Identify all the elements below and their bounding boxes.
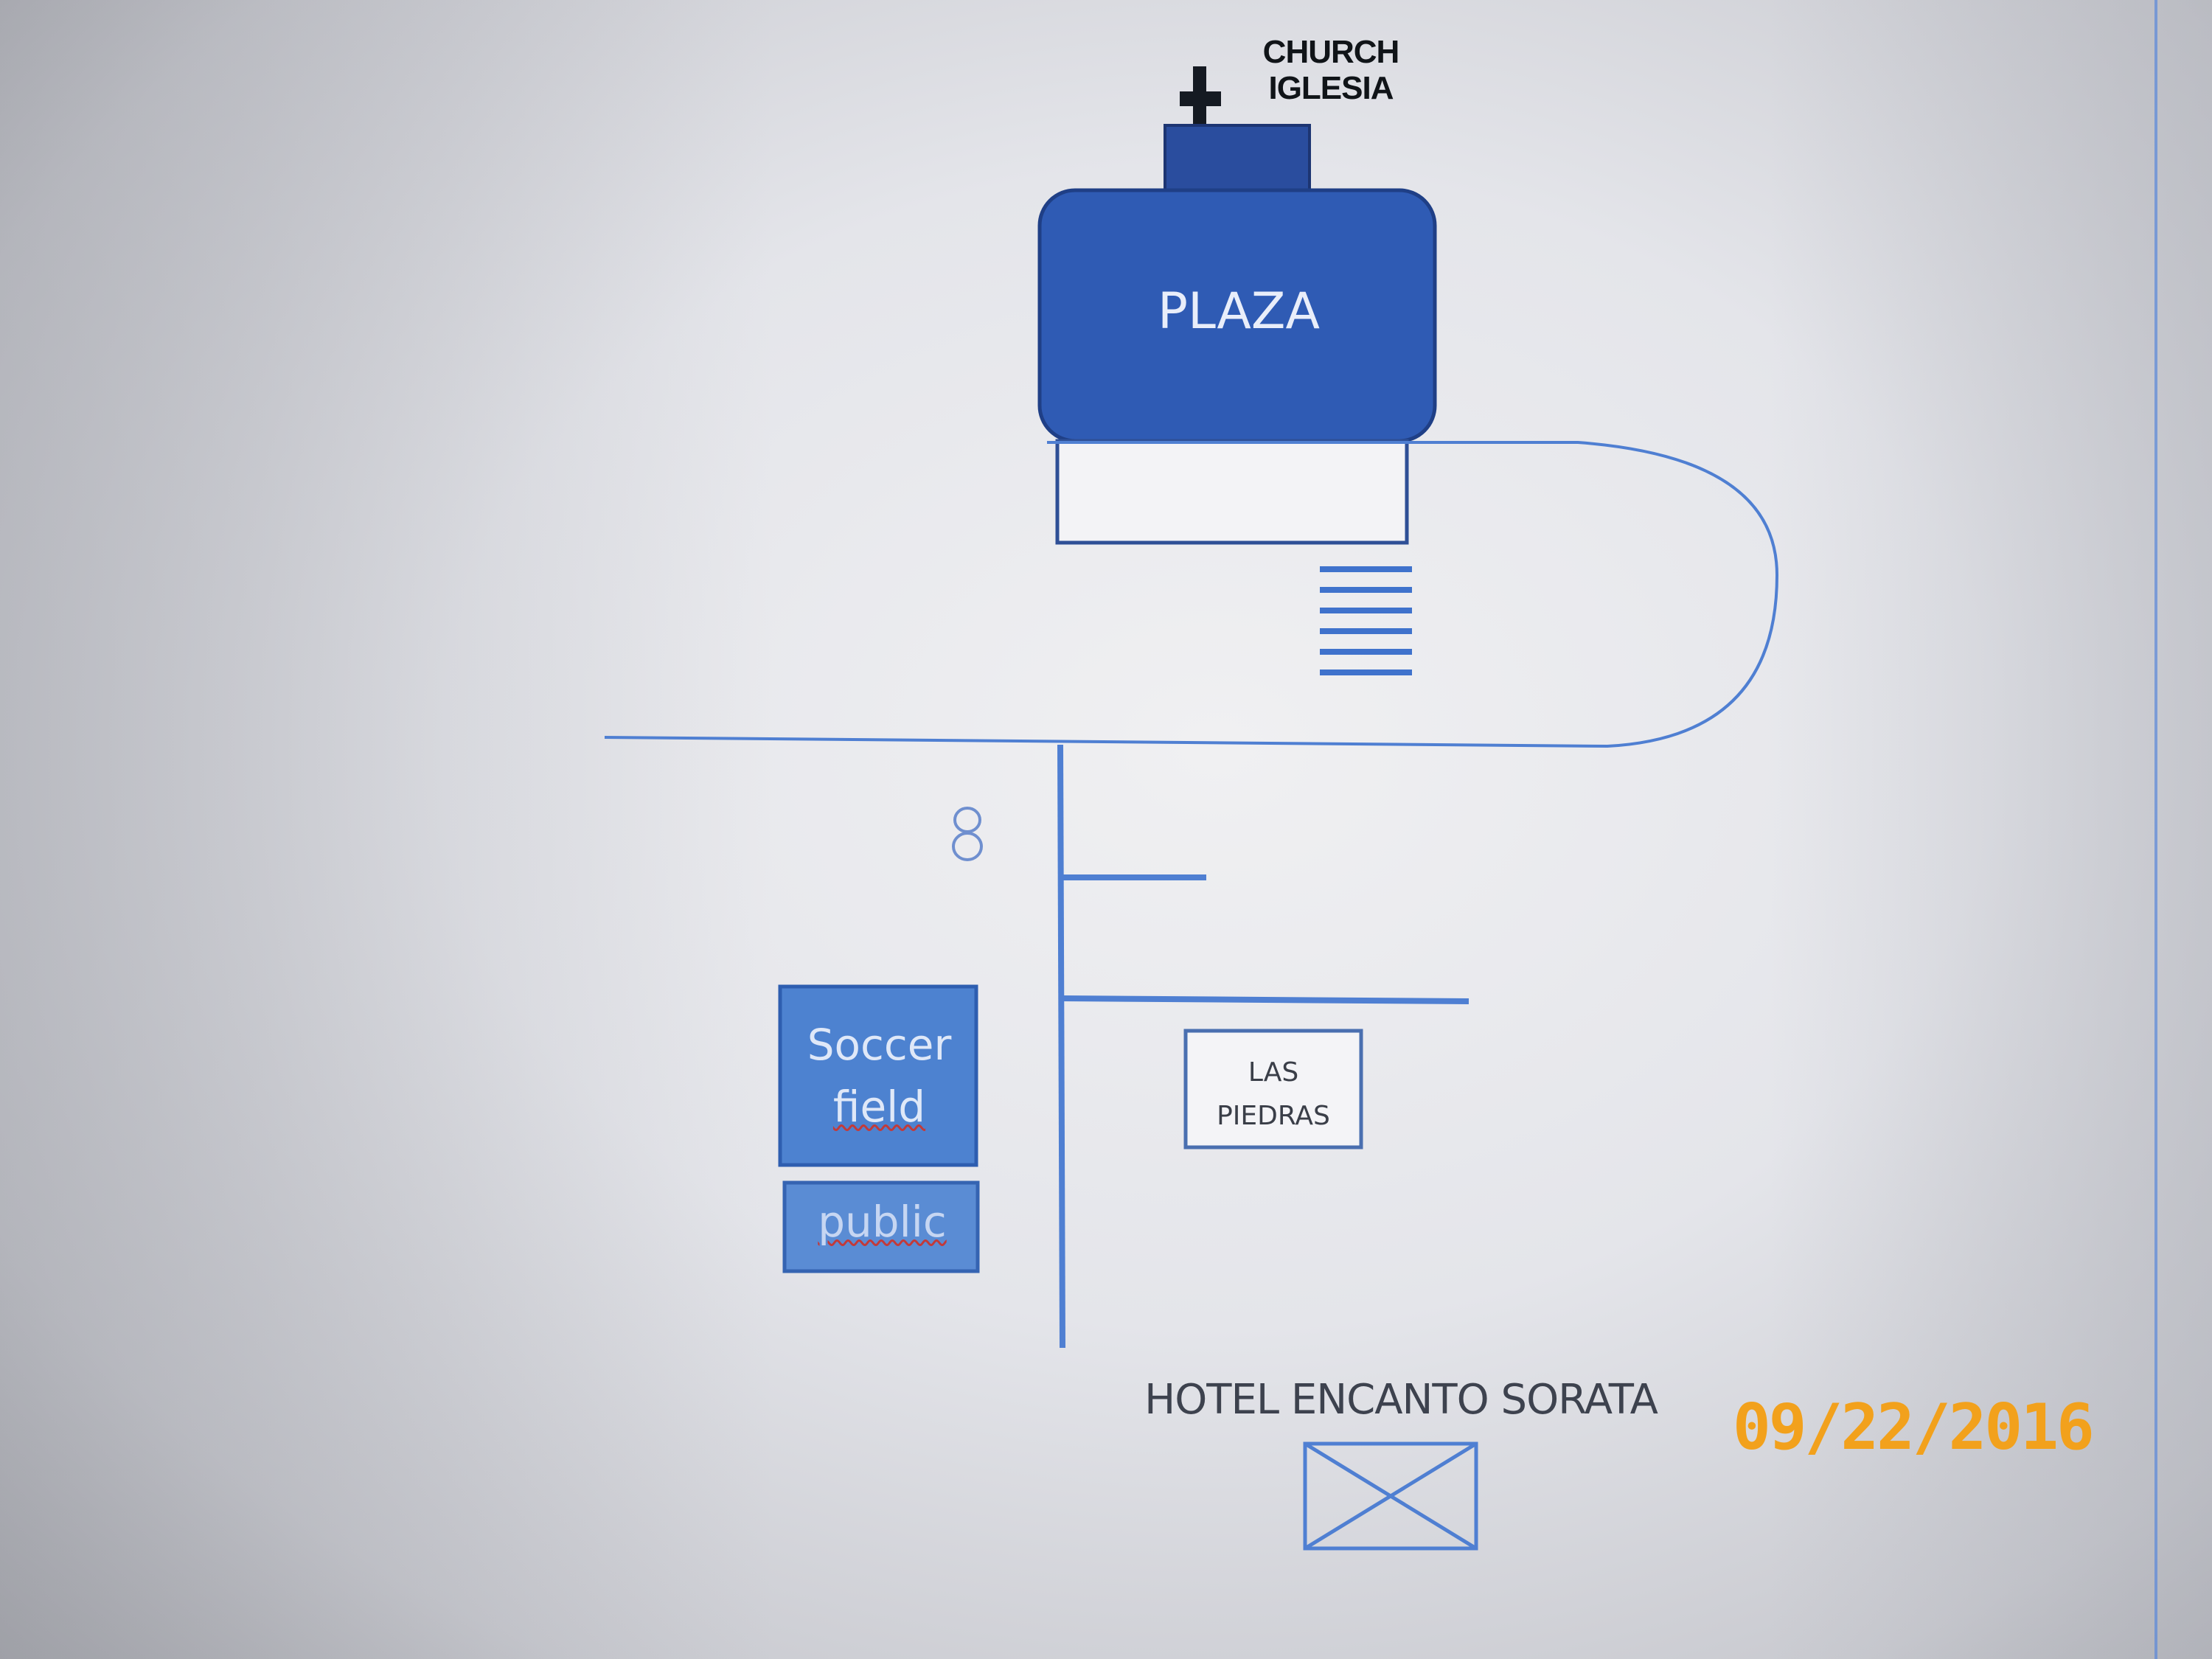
- las-piedras-box: [1183, 1029, 1363, 1150]
- hotel-label: HOTEL ENCANTO SORATA: [1144, 1376, 1658, 1424]
- church-label: CHURCH IGLESIA: [1253, 34, 1408, 107]
- public-label: public: [818, 1197, 947, 1247]
- church-label-line1: CHURCH: [1262, 34, 1400, 70]
- main-street: [1057, 744, 1065, 1349]
- photo-date-stamp: 09/22/2016: [1733, 1391, 2095, 1464]
- side-street-2: [1061, 995, 1470, 1004]
- figure-eight-icon: [952, 807, 983, 861]
- las-piedras-label: LAS PIEDRAS: [1189, 1051, 1358, 1138]
- soccer-field-block: [778, 984, 978, 1167]
- las-piedras-label-line2: PIEDRAS: [1217, 1101, 1330, 1132]
- plaza-front-area: [1055, 439, 1409, 545]
- screen-edge-line: [2154, 0, 2157, 1659]
- stairs-icon: [1320, 566, 1412, 675]
- loop-road: [604, 441, 1779, 748]
- hotel-x-box-icon: [1303, 1441, 1478, 1551]
- plaza-label: PLAZA: [1157, 282, 1321, 341]
- las-piedras-label-line1: LAS: [1248, 1057, 1299, 1088]
- soccer-field-label-line1: Soccer: [807, 1020, 952, 1070]
- soccer-field-label: Soccer field: [782, 1014, 977, 1138]
- public-block: [782, 1180, 980, 1273]
- church-building: [1164, 124, 1311, 195]
- church-label-line2: IGLESIA: [1268, 70, 1394, 107]
- cross-icon: [1180, 66, 1221, 125]
- soccer-field-label-line2: field: [832, 1082, 926, 1133]
